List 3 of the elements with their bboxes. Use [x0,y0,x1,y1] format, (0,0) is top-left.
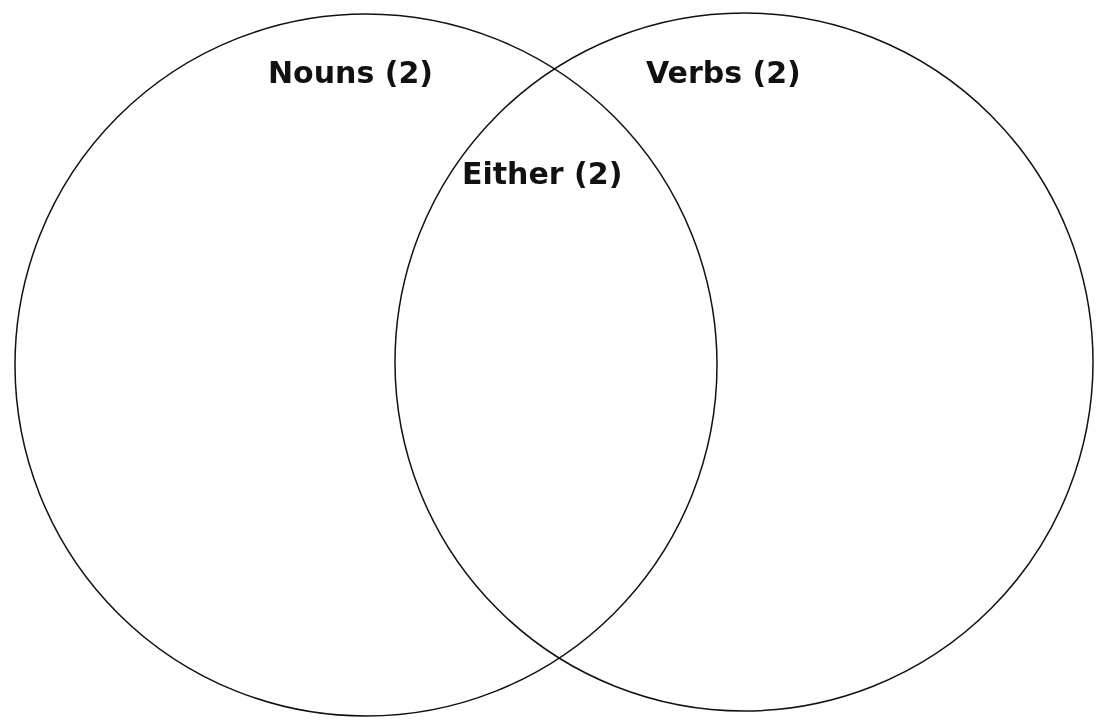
set-label: Nouns (2) [268,55,434,90]
set-label: Verbs (2) [646,55,801,90]
set-label: Either (2) [462,156,623,191]
